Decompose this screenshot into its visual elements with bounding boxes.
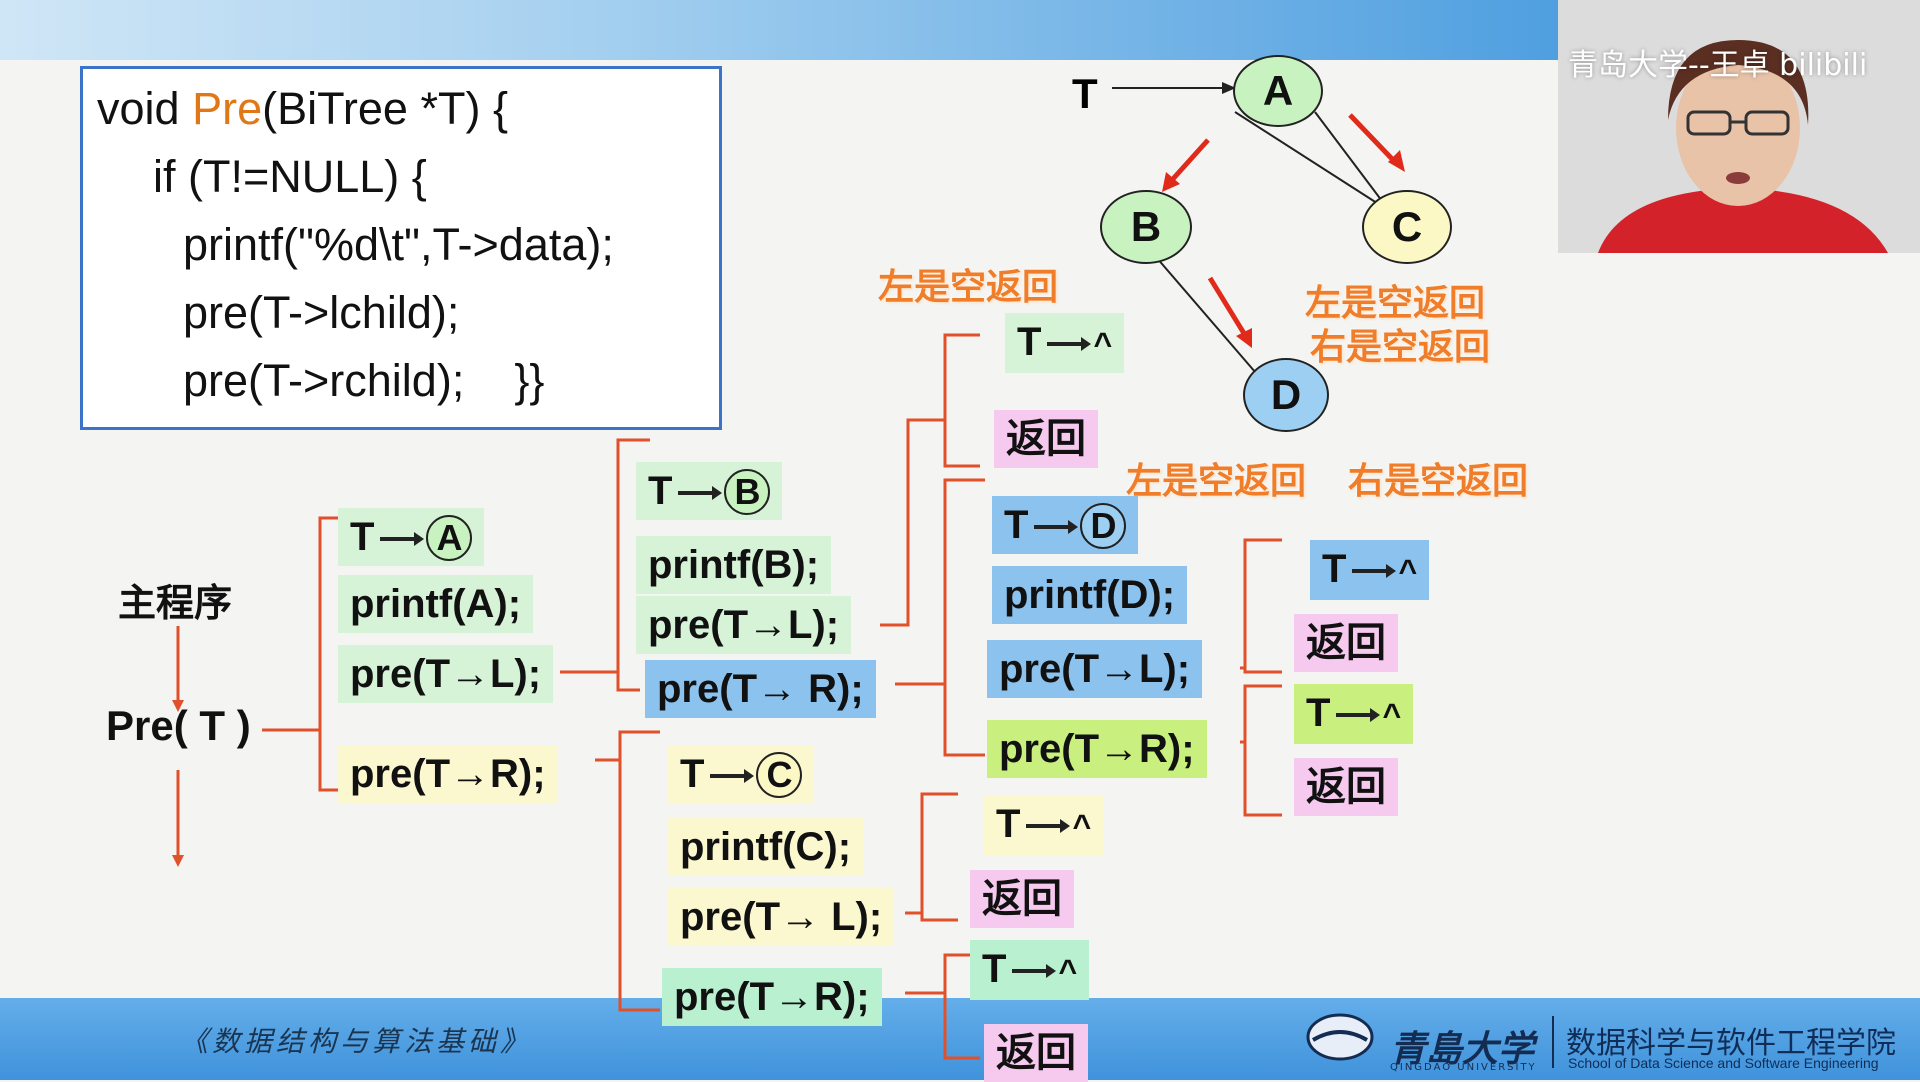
col-c-left-return: 返回 [970,870,1074,928]
arrow-icon [1026,819,1071,834]
col-d-right-return: 返回 [1294,758,1398,816]
arrow-icon [1047,337,1092,352]
tree-node-b: B [1100,190,1192,264]
code-line-2: if (T!=NULL) { [153,151,427,202]
course-title: 《数据结构与算法基础》 [180,1025,533,1058]
code-line-3: printf("%d\t",T->data); [183,219,614,270]
col-c-right-return: 返回 [984,1024,1088,1082]
col-a-printf: printf(A); [338,575,534,633]
col-a-pre-right: pre(T→R); [338,745,558,803]
caption-b-left-null: 左是空返回 [878,267,1059,308]
top-banner [0,0,1560,60]
main-call: Pre( T ) [106,702,251,749]
caption-d-right-null: 右是空返回 [1348,461,1529,502]
video-watermark: 青岛大学--王卓 bilibili [1568,48,1868,83]
tree-pointer-label: T [1072,70,1098,117]
col-a-pre-left: pre(T→L); [338,645,554,703]
tree-node-d: D [1243,358,1329,432]
node-c-icon: C [756,752,803,798]
code-line-1: void Pre(BiTree *T) { [97,83,508,134]
university-seal-icon [1305,1012,1375,1062]
arrow-icon [1336,708,1381,723]
col-c-pre-right: pre(T→R); [662,968,882,1026]
caption-c-left-null: 左是空返回 [1305,283,1486,324]
col-c-pre-left: pre(T→ L); [668,888,895,946]
col-b-printf: printf(B); [636,536,832,594]
col-c-right-pointer: T^ [970,940,1090,1000]
code-line-5: pre(T->rchild); }} [183,355,545,406]
col-c-printf: printf(C); [668,818,864,876]
node-b-icon: B [724,469,771,515]
col-d-pre-right: pre(T→R); [987,720,1207,778]
arrow-icon [1034,520,1079,535]
col-d-right-pointer: T^ [1294,684,1414,744]
school-name: 数据科学与软件工程学院 [1566,1026,1896,1061]
school-name-en: School of Data Science and Software Engi… [1568,1055,1879,1071]
arrow-icon [1012,964,1057,979]
university-name-en: QINGDAO UNIVERSITY [1390,1062,1537,1073]
tree-node-a: A [1233,55,1323,127]
code-block: void Pre(BiTree *T) { if (T!=NULL) { pri… [80,66,722,430]
presenter-figure [1558,0,1920,253]
code-line-4: pre(T->lchild); [183,287,460,338]
col-b-pre-right: pre(T→ R); [645,660,876,718]
presenter-video [1558,0,1920,253]
caption-d-left-null: 左是空返回 [1126,461,1307,502]
col-c-left-pointer: T^ [984,795,1104,855]
university-name: 青島大学 [1390,1028,1535,1070]
arrow-icon [1352,564,1397,579]
node-a-icon: A [426,515,473,561]
arrow-icon [678,486,723,501]
col-b-left-pointer: T^ [1005,313,1125,373]
col-d-pre-left: pre(T→L); [987,640,1203,698]
function-name: Pre [192,83,263,134]
col-d-left-return: 返回 [1294,614,1398,672]
bottom-banner [0,998,1920,1080]
main-program-label: 主程序 [118,581,233,625]
node-d-icon: D [1080,503,1127,549]
col-b-pre-left: pre(T→L); [636,596,852,654]
arrow-icon [380,532,425,547]
col-d-printf: printf(D); [992,566,1188,624]
caption-c-right-null: 右是空返回 [1310,327,1491,368]
tree-node-c: C [1362,190,1452,264]
col-d-left-pointer: T^ [1310,540,1430,600]
col-b-left-return: 返回 [994,410,1098,468]
footer-divider [1552,1016,1554,1068]
arrow-icon [710,769,755,784]
